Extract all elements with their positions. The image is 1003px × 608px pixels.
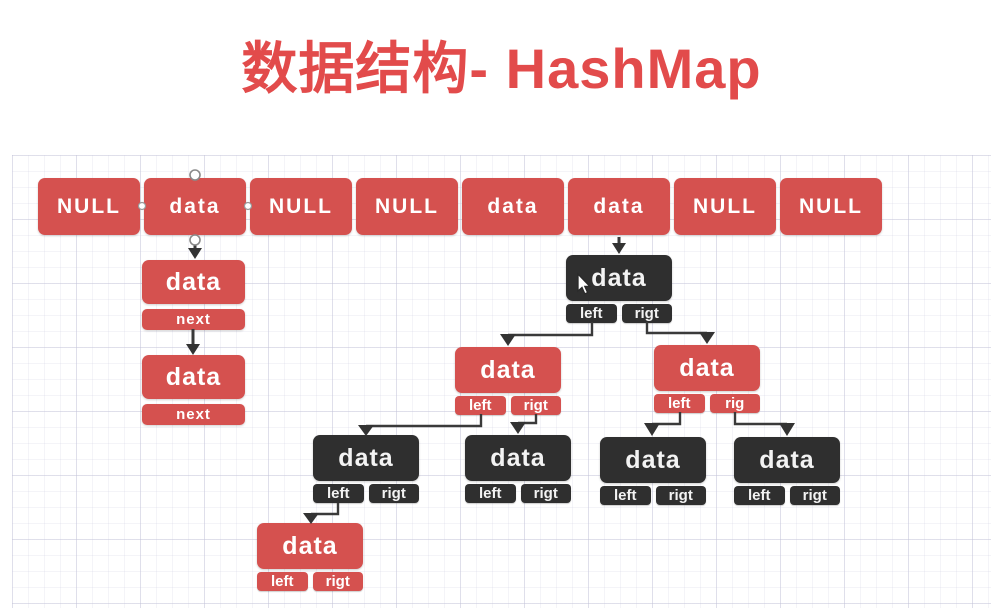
tree-node[interactable]: data left rigt <box>257 523 363 591</box>
tree-node-right-pointer[interactable]: rigt <box>621 304 672 323</box>
tree-node-left-pointer[interactable]: left <box>566 304 617 323</box>
tree-node-right-pointer[interactable]: rigt <box>655 486 706 505</box>
tree-node-data[interactable]: data <box>600 437 706 483</box>
list-node-next-pointer[interactable]: next <box>142 309 245 330</box>
tree-node-data[interactable]: data <box>257 523 363 569</box>
tree-node[interactable]: data left rigt <box>734 437 840 505</box>
tree-node-data[interactable]: data <box>654 345 760 391</box>
tree-node[interactable]: data left rigt <box>600 437 706 505</box>
tree-node-right-pointer[interactable]: rigt <box>312 572 363 591</box>
list-node[interactable]: data next <box>142 355 245 425</box>
list-node-next-pointer[interactable]: next <box>142 404 245 425</box>
tree-node[interactable]: data left rigt <box>313 435 419 503</box>
tree-root-node[interactable]: data left rigt <box>566 255 672 323</box>
tree-node[interactable]: data left rigt <box>465 435 571 503</box>
tree-node-left-pointer[interactable]: left <box>734 486 785 505</box>
array-cell[interactable]: data <box>462 178 564 235</box>
tree-node-data[interactable]: data <box>734 437 840 483</box>
tree-node-data[interactable]: data <box>566 255 672 301</box>
tree-node-left-pointer[interactable]: left <box>600 486 651 505</box>
array-cell[interactable]: NULL <box>38 178 140 235</box>
page-title: 数据结构- HashMap <box>241 37 762 100</box>
list-node-data[interactable]: data <box>142 355 245 399</box>
tree-node-left-pointer[interactable]: left <box>465 484 516 503</box>
array-cell-selected[interactable]: data <box>144 178 246 235</box>
tree-node-left-pointer[interactable]: left <box>654 394 705 413</box>
tree-node-right-pointer[interactable]: rigt <box>368 484 419 503</box>
tree-node-left-pointer[interactable]: left <box>257 572 308 591</box>
tree-node[interactable]: data left rig <box>654 345 760 413</box>
array-cell[interactable]: NULL <box>780 178 882 235</box>
tree-node-data[interactable]: data <box>455 347 561 393</box>
tree-node-data[interactable]: data <box>313 435 419 481</box>
tree-node[interactable]: data left rigt <box>455 347 561 415</box>
tree-node-data[interactable]: data <box>465 435 571 481</box>
array-cell[interactable]: NULL <box>250 178 352 235</box>
tree-node-right-pointer[interactable]: rig <box>709 394 760 413</box>
tree-node-right-pointer[interactable]: rigt <box>510 396 561 415</box>
array-cell[interactable]: NULL <box>356 178 458 235</box>
tree-node-right-pointer[interactable]: rigt <box>520 484 571 503</box>
array-cell[interactable]: data <box>568 178 670 235</box>
array-cell[interactable]: NULL <box>674 178 776 235</box>
tree-node-left-pointer[interactable]: left <box>455 396 506 415</box>
tree-node-left-pointer[interactable]: left <box>313 484 364 503</box>
list-node[interactable]: data next <box>142 260 245 330</box>
tree-node-right-pointer[interactable]: rigt <box>789 486 840 505</box>
list-node-data[interactable]: data <box>142 260 245 304</box>
